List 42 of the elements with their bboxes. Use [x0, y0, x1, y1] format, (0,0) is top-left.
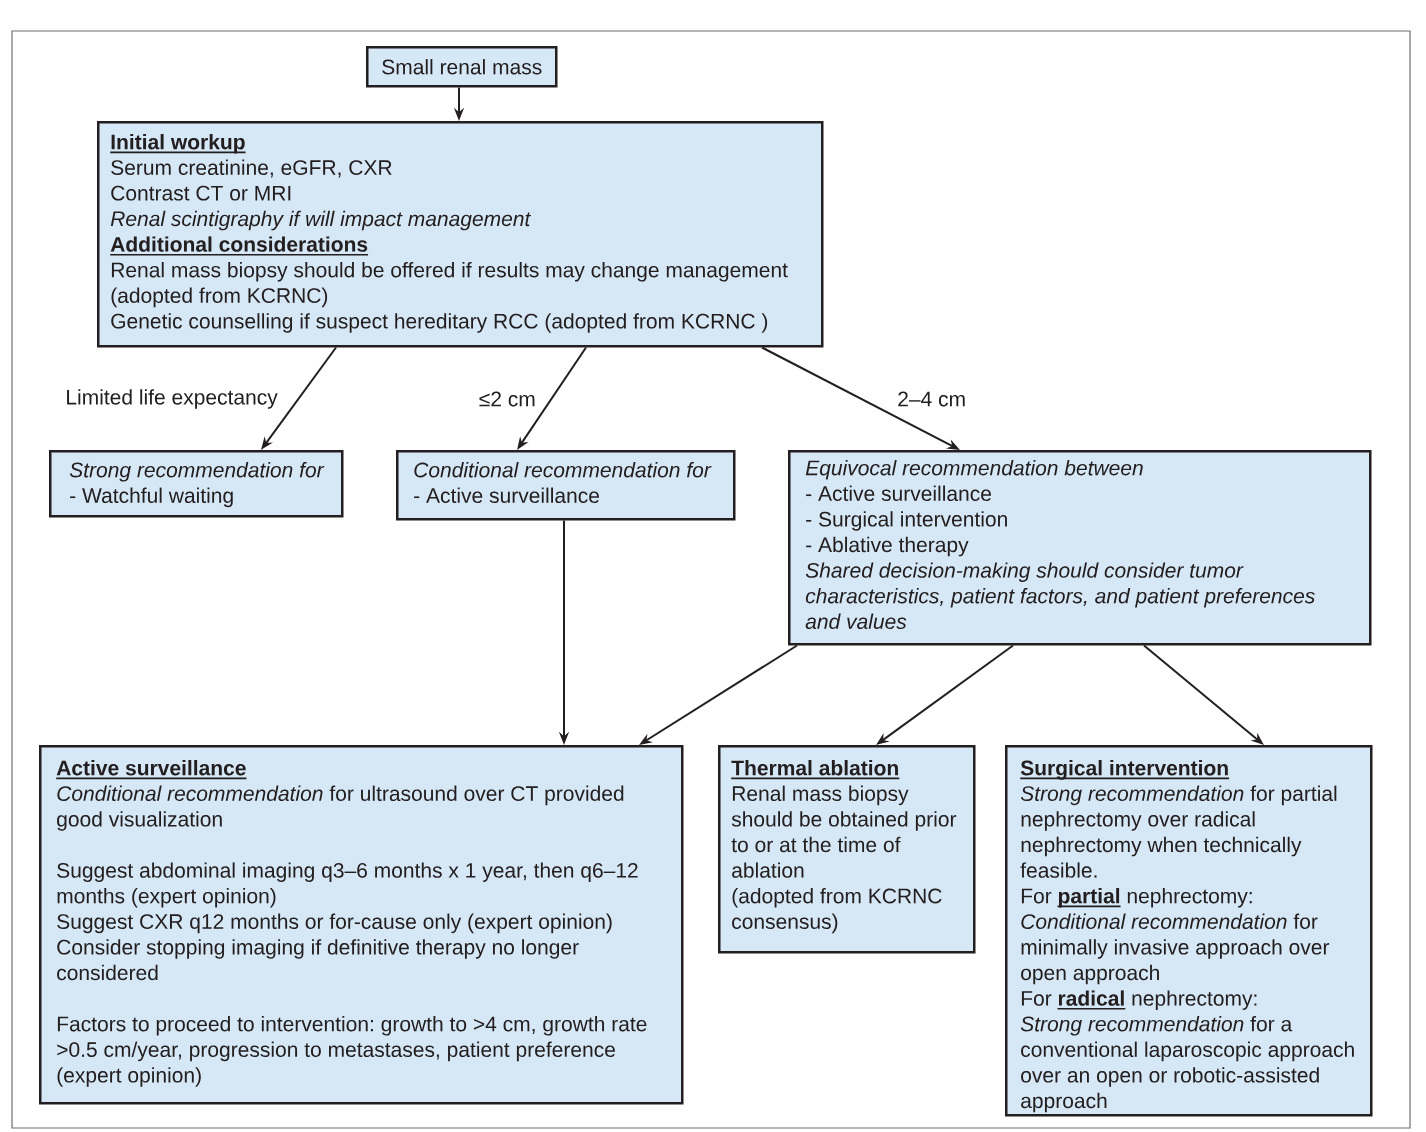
body-text: For partial nephrectomy: — [1021, 888, 1252, 908]
section-heading: Initial workup — [109, 134, 247, 154]
edge-label: 2–4 cm — [895, 389, 969, 409]
body-text: For radical nephrectomy: — [1021, 990, 1257, 1010]
body-text: (adopted from KCRNC consensus) — [732, 888, 942, 934]
body-text: - Active surveillance — [806, 485, 991, 501]
flowchart-box — [97, 121, 824, 348]
flowchart-box — [718, 745, 976, 954]
body-text: Strong recommendation for partial nephrectomy over radical nephrectomy when technically feasible. — [1020, 785, 1337, 878]
body-text: Strong recommendation for — [69, 462, 325, 482]
flowchart-box — [396, 450, 736, 521]
body-text: Factors to proceed to intervention: growth to >4 cm, growth rate >0.5 cm/year, progression to metastases, patient preference (expert opinion) — [57, 1016, 647, 1087]
body-text: - Surgical intervention — [806, 511, 1007, 531]
body-text: Serum creatinine, eGFR, CXR — [111, 159, 392, 178]
body-text: Conditional recommendation for — [414, 462, 712, 478]
body-text: Contrast CT or MRI — [111, 185, 291, 201]
section-heading: Surgical intervention — [1019, 760, 1230, 780]
flowchart-box — [788, 450, 1372, 646]
body-text: Suggest CXR q12 months or for-cause only (expert opinion) — [57, 913, 612, 934]
flowchart-box — [49, 450, 344, 518]
flowchart-box — [366, 46, 558, 88]
body-text: Renal mass biopsy should be offered if results may change management (adopted from KCRNC) — [111, 262, 788, 308]
body-text: Conditional recommendation for ultrasound over CT provided good visualization — [57, 785, 624, 831]
box-label: Small renal mass — [382, 59, 542, 75]
body-text: - Active surveillance — [414, 487, 599, 503]
flowchart-box — [39, 745, 684, 1105]
body-text: Genetic counselling if suspect hereditary RCC (adopted from KCRNC ) — [111, 313, 768, 333]
body-text: Suggest abdominal imaging q3–6 months x 1 year, then q6–12 months (expert opinion) — [57, 862, 638, 908]
body-text: - Watchful waiting — [70, 487, 233, 508]
body-text: Renal mass biopsy should be obtained prior to or at the time of ablation — [731, 785, 957, 878]
body-text: Strong recommendation for a conventional laparoscopic approach over an open or robotic-assisted approach — [1020, 1016, 1354, 1113]
body-text: Renal scintigraphy if will impact management — [110, 210, 532, 231]
edge-label: ≤2 cm — [476, 389, 538, 409]
flowchart-box — [1005, 745, 1373, 1117]
body-text: Consider stopping imaging if definitive therapy no longer considered — [57, 939, 579, 981]
section-heading: Additional considerations — [109, 236, 369, 256]
edge-label: Limited life expectancy — [63, 387, 280, 411]
body-text: - Ablative therapy — [806, 536, 969, 557]
section-heading: Active surveillance — [55, 760, 248, 780]
section-heading: Thermal ablation — [730, 760, 901, 780]
body-text: Shared decision-making should consider tumor characteristics, patient factors, and patient preferences and values — [805, 562, 1315, 630]
body-text: Equivocal recommendation between — [805, 460, 1143, 480]
